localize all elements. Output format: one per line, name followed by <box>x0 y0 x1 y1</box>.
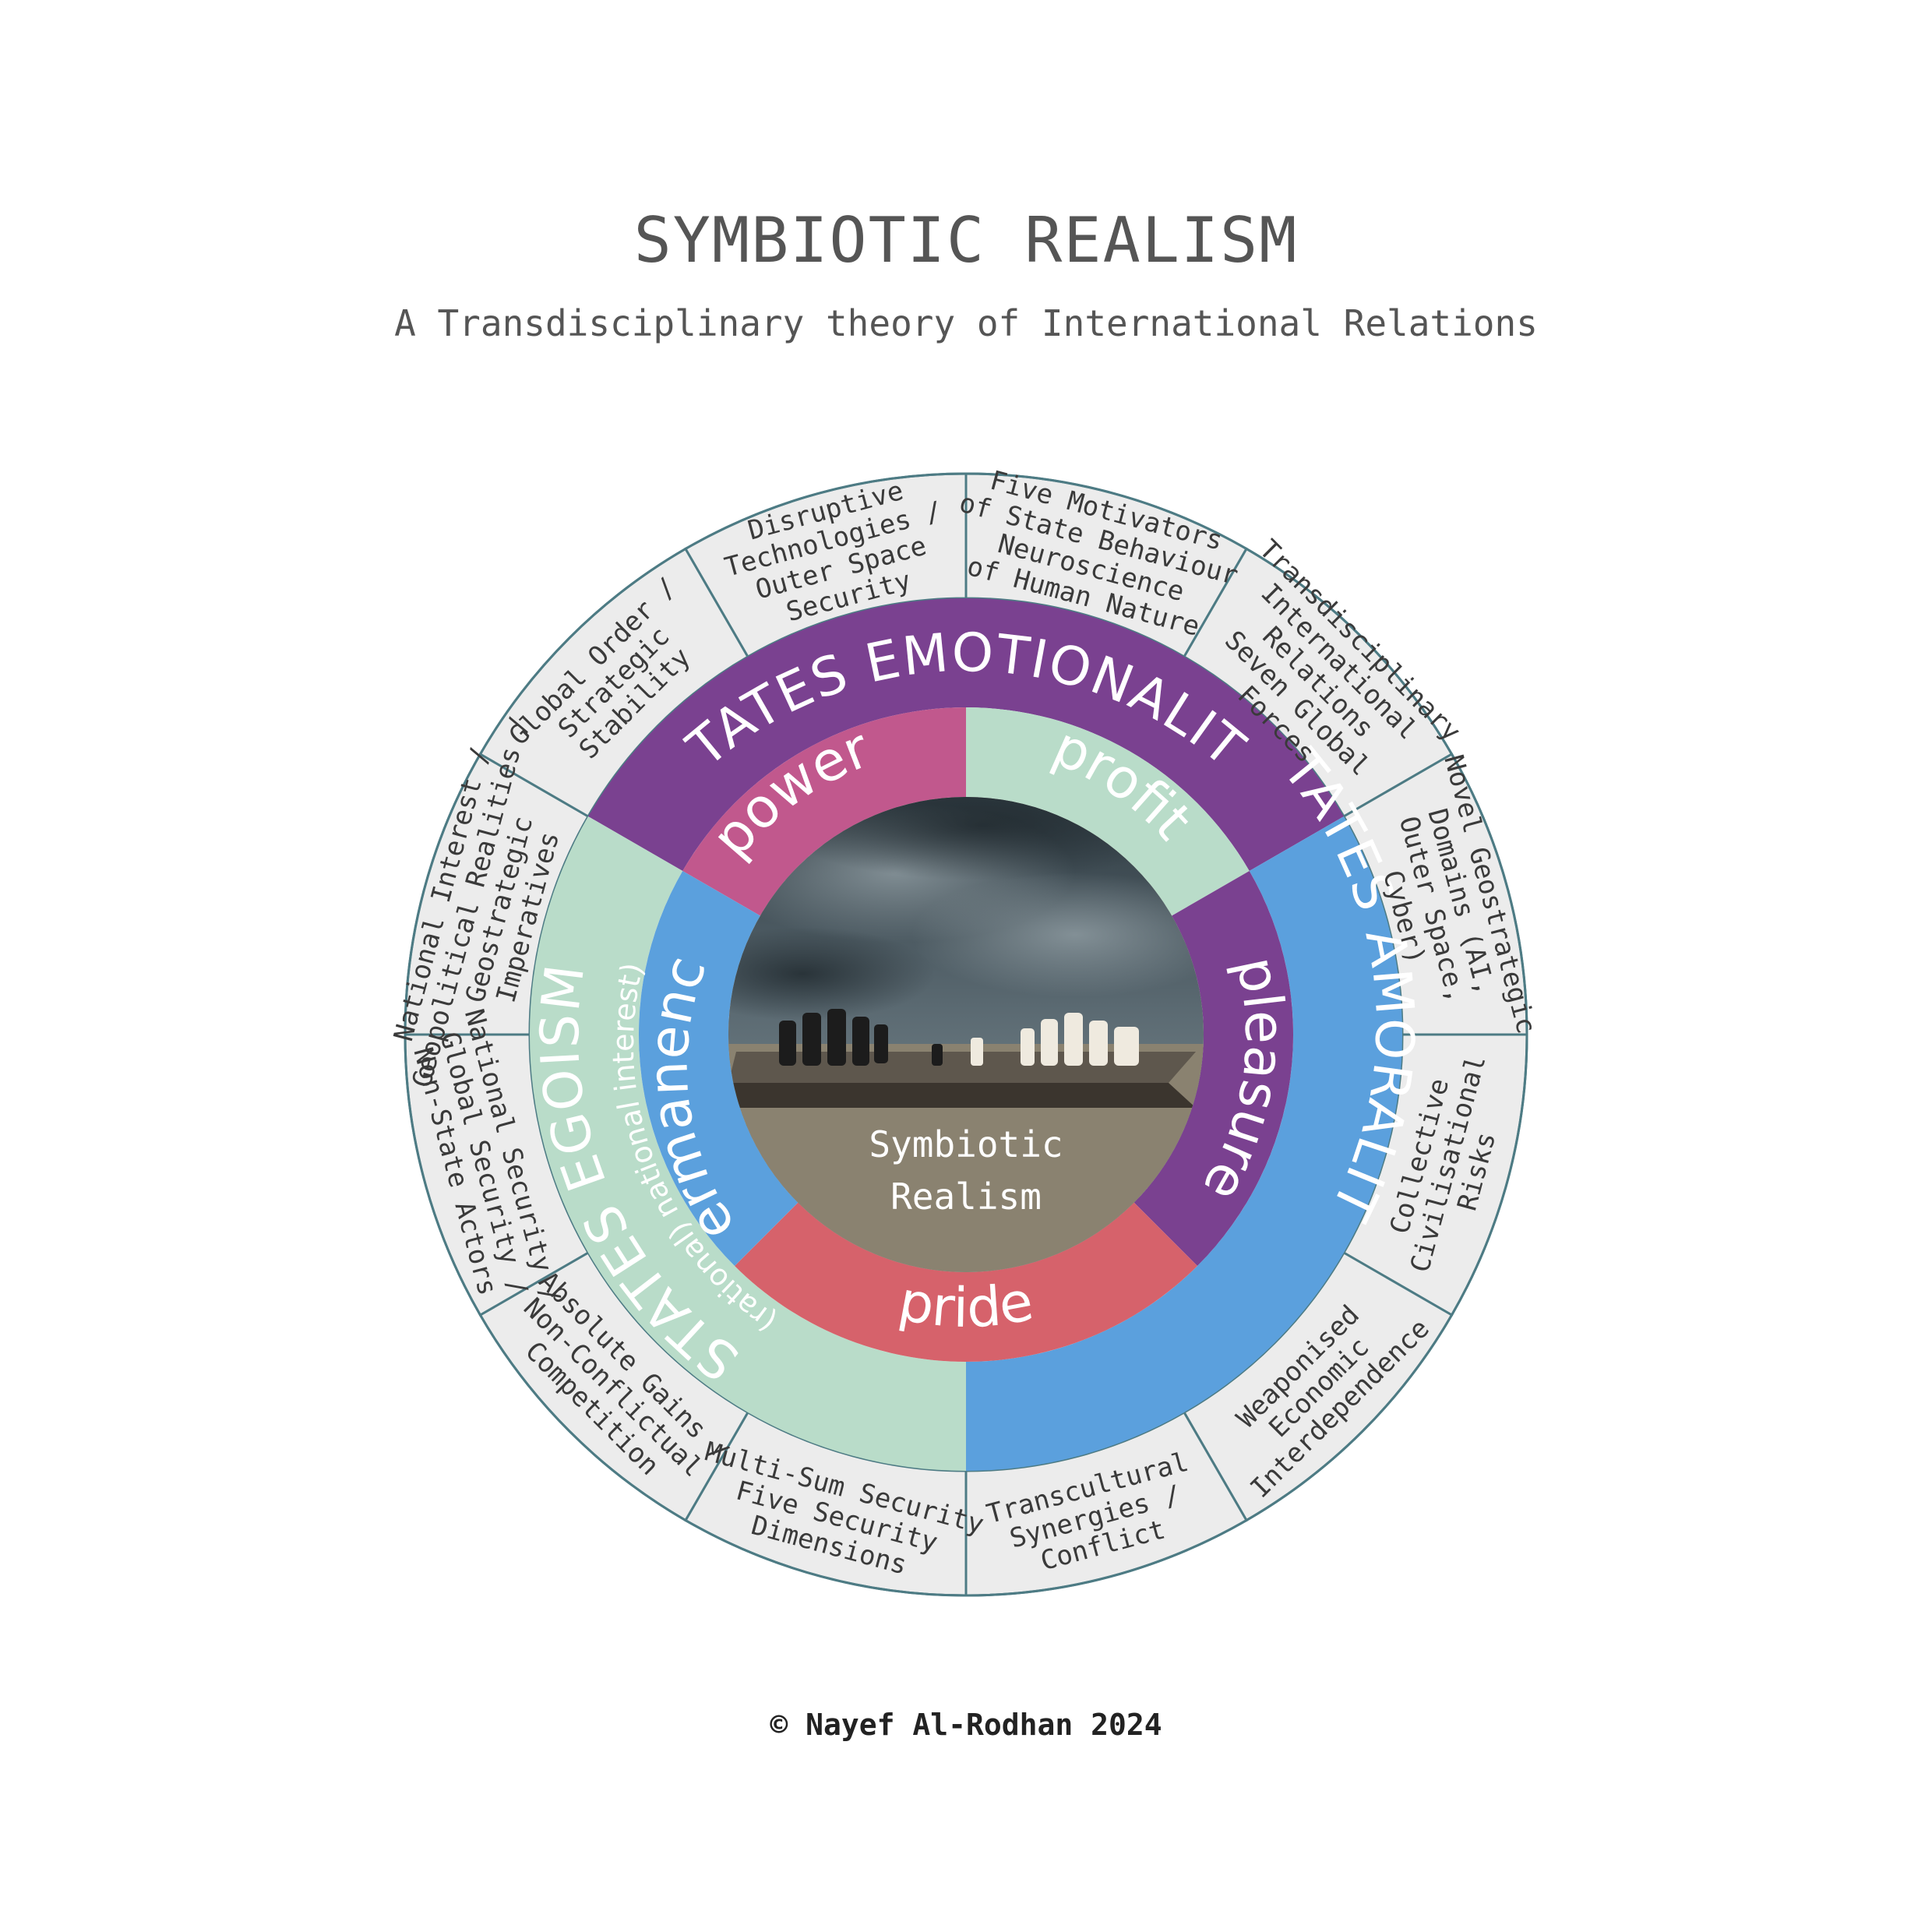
inner-segment-power <box>682 707 966 916</box>
page-subtitle: A Transdisciplinary theory of Internatio… <box>394 302 1538 344</box>
center-chess-image <box>728 797 1204 1272</box>
inner-segment-pride <box>735 1202 1197 1363</box>
inner-segment-pleasure <box>1133 871 1293 1266</box>
center-label-line1: Symbiotic <box>869 1123 1063 1165</box>
inner-segment-permanency <box>638 871 799 1266</box>
band-emotionality <box>588 598 1344 871</box>
band-amorality <box>966 816 1402 1471</box>
band-ring <box>529 598 1402 1471</box>
outer-rim <box>404 472 1528 1597</box>
band-egoism <box>529 816 966 1471</box>
outer-ring <box>404 472 1528 1597</box>
page-title: SYMBIOTIC REALISM <box>633 204 1299 277</box>
copyright: © Nayef Al-Rodhan 2024 <box>770 1708 1162 1742</box>
inner-segment-profit <box>966 707 1250 916</box>
center-label-line2: Realism <box>890 1176 1042 1218</box>
inner-label-pride: pride <box>894 1269 1038 1341</box>
